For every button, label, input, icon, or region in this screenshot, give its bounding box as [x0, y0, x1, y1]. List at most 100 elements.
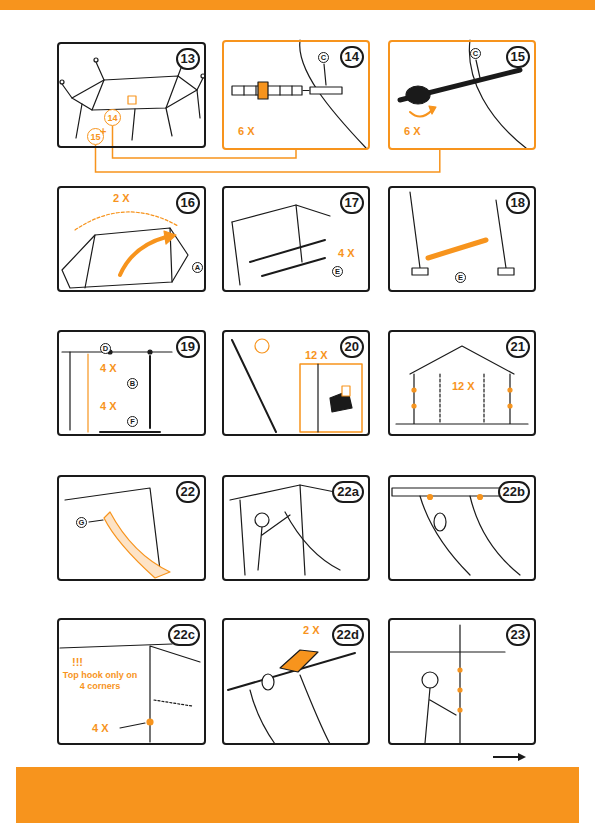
step-number: 22 [176, 481, 200, 503]
step-number: 20 [340, 336, 364, 358]
quantity-label: 2 X [113, 192, 130, 204]
part-letter: F [127, 416, 138, 427]
illustration [60, 40, 528, 744]
wall-poles-sketch [148, 350, 152, 354]
clip-attach-sketch [255, 339, 269, 353]
person-panel-sketch [258, 515, 290, 570]
frame-house-sketch [396, 346, 528, 424]
pole-strap-sketch [232, 40, 366, 148]
pole-twist-sketch [429, 106, 436, 114]
wall-panel-sketch [104, 512, 170, 578]
tent-fold-sketch [62, 212, 188, 288]
person-frame-sketch [422, 672, 438, 688]
part-letter: E [455, 272, 466, 283]
hook-beam-sketch [420, 496, 520, 575]
callout-number: 15 [90, 132, 100, 142]
quantity-label: !!! [72, 656, 83, 668]
frame-poles-sketch [232, 205, 330, 285]
quantity-label: 12 X [452, 380, 475, 392]
hook-fit-sketch [262, 674, 274, 690]
step-number: 16 [176, 192, 200, 214]
quantity-label: + [100, 125, 106, 137]
hook-beam-sketch [428, 495, 433, 500]
hook-fit-sketch [228, 650, 355, 744]
step-number: 19 [176, 336, 200, 358]
quantity-label: 12 X [305, 349, 328, 361]
clip-attach-sketch [342, 386, 350, 396]
step-number: 22b [498, 481, 530, 503]
step-panel: 22d [222, 618, 370, 745]
tent-roof-sketch [72, 76, 197, 110]
part-letter: B [127, 378, 138, 389]
frame-house-sketch [508, 388, 512, 392]
tent-roof-sketch [94, 58, 98, 62]
leg-crossbar-sketch [498, 268, 514, 275]
step-number: 14 [340, 46, 364, 68]
leg-crossbar-sketch [412, 268, 428, 275]
frame-house-sketch [412, 404, 416, 408]
callout-circle: 14 [104, 109, 121, 126]
person-frame-sketch [458, 688, 462, 692]
frame-poles-sketch [250, 240, 325, 276]
clip-attach-sketch [300, 364, 362, 432]
pole-twist-sketch [410, 110, 432, 117]
person-panel-sketch [230, 485, 340, 575]
wall-poles-sketch [149, 356, 151, 428]
wall-poles-sketch [62, 351, 172, 352]
clip-attach-sketch [232, 340, 276, 432]
pole-strap-sketch [300, 40, 366, 148]
step-panel: 17 [222, 186, 370, 292]
corner-hook-sketch [120, 723, 145, 728]
part-letter: E [332, 266, 343, 277]
step-panel: 23 [388, 618, 536, 745]
leg-crossbar-sketch [410, 192, 506, 268]
quantity-label: 4 X [338, 247, 355, 259]
hook-fit-sketch [280, 650, 318, 672]
frame-house-sketch [412, 388, 416, 392]
part-letter: C [470, 48, 481, 59]
quantity-label: 6 X [404, 125, 421, 137]
person-panel-sketch [285, 512, 340, 570]
tent-roof-sketch [92, 76, 178, 110]
part-letter: G [76, 517, 87, 528]
step-panel: 16 [57, 186, 206, 292]
callout-number: 14 [107, 113, 117, 123]
hook-beam-sketch [434, 513, 446, 531]
person-frame-sketch [425, 688, 456, 743]
step-number: 21 [506, 336, 530, 358]
tent-fold-sketch [164, 231, 176, 244]
step-number: 17 [340, 192, 364, 214]
next-page-arrow [493, 756, 518, 758]
frame-poles-sketch [232, 205, 302, 285]
person-panel-sketch [230, 485, 335, 500]
pole-strap-sketch [303, 90, 309, 91]
corner-hook-sketch [147, 719, 153, 725]
wall-poles-sketch [62, 350, 172, 432]
step-panel: 22c [57, 618, 206, 745]
step-number: 22d [332, 624, 364, 646]
quantity-label: 4 X [100, 400, 117, 412]
person-panel-sketch [255, 513, 269, 527]
step-panel: 22b [388, 475, 536, 581]
bottom-band [16, 767, 579, 823]
wall-poles-sketch [100, 431, 160, 433]
quantity-label: 6 X [238, 125, 255, 137]
pole-strap-sketch [324, 64, 326, 85]
frame-poles-sketch [232, 205, 330, 222]
wall-poles-sketch [69, 352, 70, 430]
leg-crossbar-sketch [428, 240, 486, 258]
top-band [0, 0, 595, 10]
step-number: 15 [506, 46, 530, 68]
pole-strap-sketch [258, 82, 268, 99]
corner-hook-sketch [150, 646, 200, 742]
step-number: 13 [176, 48, 200, 70]
wall-poles-sketch [87, 354, 88, 432]
next-page-arrow [493, 753, 526, 761]
person-frame-sketch [458, 708, 462, 712]
pole-twist-sketch [406, 86, 430, 104]
tent-fold-sketch [62, 228, 188, 288]
step-number: 18 [506, 192, 530, 214]
